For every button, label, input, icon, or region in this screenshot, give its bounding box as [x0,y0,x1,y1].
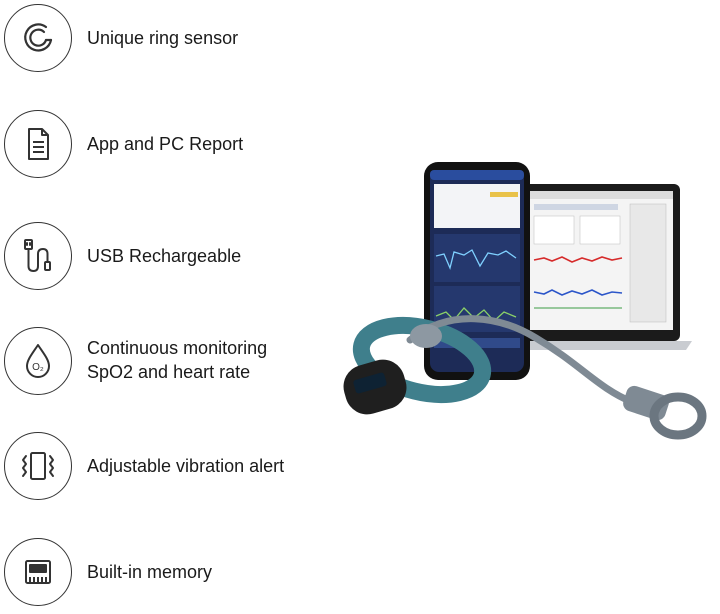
wrist-oximeter-image [343,315,707,440]
feature-label: Continuous monitoring SpO2 and heart rat… [87,336,267,384]
oxygen-drop-icon: O₂ [4,327,72,395]
feature-usb: USB Rechargeable [0,222,340,298]
feature-label: USB Rechargeable [87,246,242,266]
usb-cable-icon [4,222,72,290]
feature-report: App and PC Report [0,110,340,186]
feature-label: Adjustable vibration alert [87,456,285,476]
document-icon [4,110,72,178]
feature-label: App and PC Report [87,134,244,154]
product-illustration [340,140,720,470]
feature-label: Unique ring sensor [87,28,239,48]
feature-monitoring: O₂ Continuous monitoring SpO2 and heart … [0,327,340,403]
ring-sensor-icon [4,4,72,72]
feature-memory: Built-in memory [0,538,340,614]
feature-vibration: Adjustable vibration alert [0,432,340,508]
feature-label-line-2: SpO2 and heart rate [87,362,251,382]
vibration-icon [4,432,72,500]
memory-chip-icon [4,538,72,606]
feature-label-line-1: Continuous monitoring [87,338,268,358]
laptop-image [508,184,692,350]
feature-ring-sensor: Unique ring sensor [0,4,340,80]
feature-label: Built-in memory [87,562,213,582]
oxygen-symbol: O₂ [32,362,44,373]
